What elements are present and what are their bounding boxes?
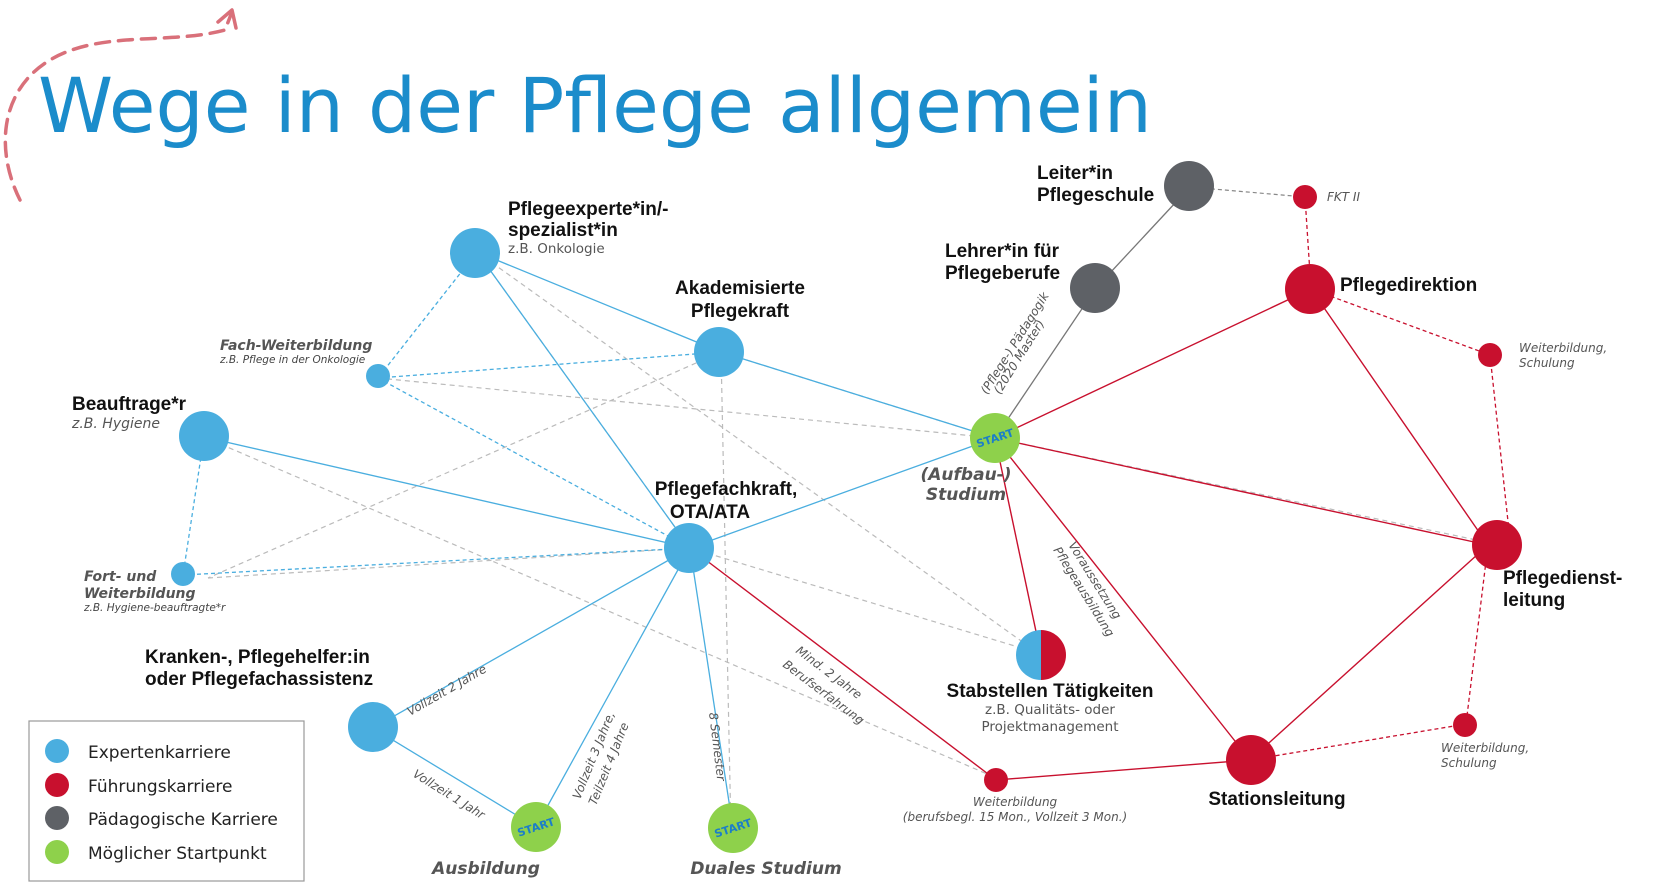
label-pflegefachkraft-l2: OTA/ATA	[670, 502, 750, 523]
label-fach-wb: Fach-Weiterbildung	[220, 338, 372, 354]
node-weiterbildung-bottom[interactable]	[984, 768, 1008, 792]
node-fort-weiterbildung[interactable]	[171, 562, 195, 586]
node-start-aufbaustudium[interactable]: START	[970, 413, 1020, 463]
label-pdl-l1: Pflegedienst-	[1503, 568, 1622, 589]
legend-item-paedagogik: Pädagogische Karriere	[45, 806, 278, 830]
label-akademisiert-l1: Akademisierte	[675, 278, 805, 299]
label-fort-wb-sub: z.B. Hygiene-beauftragte*r	[83, 602, 226, 614]
label-aufbau-l2: Studium	[926, 485, 1006, 505]
node-fkt[interactable]	[1293, 185, 1317, 209]
label-beauftragte-sub: z.B. Hygiene	[71, 416, 160, 432]
edges-red-dashed	[1249, 196, 1511, 761]
label-wb-bottom-l2: Schulung	[1441, 756, 1497, 770]
label-pflegeexperte-sub: z.B. Onkologie	[508, 241, 605, 257]
edge-leiter-fkt	[1189, 186, 1306, 198]
label-kph-l1: Kranken-, Pflegehelfer:in	[145, 647, 370, 668]
label-wb-bottom-l1: Weiterbildung,	[1441, 741, 1529, 755]
node-leiter[interactable]	[1164, 161, 1214, 211]
node-pflegeexperte[interactable]	[450, 228, 500, 278]
node-lehrer[interactable]	[1070, 263, 1120, 313]
legend: Expertenkarriere Führungskarriere Pädago…	[28, 720, 305, 882]
node-wb-schulung-bottom[interactable]	[1453, 713, 1477, 737]
node-stabstellen[interactable]	[1016, 630, 1066, 680]
label-leiter-l2: Pflegeschule	[1037, 185, 1154, 206]
label-aufbau-l1: (Aufbau-)	[921, 465, 1012, 485]
edges-grey	[203, 251, 1501, 834]
label-kph-l2: oder Pflegefachassistenz	[145, 669, 373, 690]
label-pflegeexperte-l1: Pflegeexperte*in/-	[508, 199, 669, 220]
label-pdl-l2: leitung	[1503, 590, 1565, 611]
label-lehrer-l1: Lehrer*in für	[945, 241, 1060, 262]
label-pflegeexperte-l2: spezialist*in	[508, 220, 618, 241]
label-stabstellen-sub-l2: Projektmanagement	[981, 719, 1118, 735]
node-start-ausbildung[interactable]: START	[511, 802, 561, 852]
label-pflegedirektion: Pflegedirektion	[1340, 275, 1477, 296]
node-start-duales-studium[interactable]: START	[708, 803, 758, 853]
label-ausbildung: Ausbildung	[430, 859, 540, 879]
label-beauftragte: Beauftrage*r	[72, 394, 187, 415]
page-title: Wege in der Pflege allgemein	[38, 61, 1152, 150]
label-akademisiert-l2: Pflegekraft	[691, 301, 790, 322]
label-stabstellen-sub-l1: z.B. Qualitäts- oder	[985, 702, 1115, 718]
node-pflegedirektion[interactable]	[1285, 264, 1335, 314]
edge-label-paedagogik-l1: (Pflege-) Pädagogik	[978, 289, 1053, 397]
label-wb-top-l2: Schulung	[1519, 356, 1575, 370]
label-lehrer-l2: Pflegeberufe	[945, 263, 1060, 284]
label-duales-studium: Duales Studium	[690, 859, 841, 879]
node-beauftragte[interactable]	[179, 411, 229, 461]
legend-label-fuehrung: Führungskarriere	[88, 777, 232, 797]
edges-red-solid	[689, 288, 1489, 781]
node-fach-weiterbildung[interactable]	[366, 364, 390, 388]
legend-item-experten: Expertenkarriere	[45, 739, 231, 763]
legend-swatch-paedagogik	[45, 806, 69, 830]
node-akademisierte-pflegekraft[interactable]	[694, 327, 744, 377]
label-leiter-l1: Leiter*in	[1037, 163, 1113, 184]
edges-blue-solid	[203, 251, 996, 829]
label-fach-wb-sub: z.B. Pflege in der Onkologie	[219, 354, 365, 366]
legend-label-start: Möglicher Startpunkt	[88, 844, 267, 864]
edges-blue-dashed	[182, 251, 722, 576]
edge-label-semester: 8 Semester	[706, 712, 728, 783]
node-krankenpflegehelfer[interactable]	[348, 702, 398, 752]
legend-item-fuehrung: Führungskarriere	[45, 773, 232, 797]
legend-item-start: Möglicher Startpunkt	[45, 840, 267, 864]
label-pflegefachkraft-l1: Pflegefachkraft,	[655, 479, 798, 500]
legend-swatch-experten	[45, 739, 69, 763]
legend-label-paedagogik: Pädagogische Karriere	[88, 810, 278, 830]
label-fort-wb-l2: Weiterbildung	[84, 586, 196, 602]
legend-swatch-fuehrung	[45, 773, 69, 797]
decorative-arrow	[3, 8, 238, 202]
node-stationsleitung[interactable]	[1226, 735, 1276, 785]
edge-label-vollzeit-2-jahre: Vollzeit 2 Jahre	[405, 662, 489, 719]
label-stabstellen: Stabstellen Tätigkeiten	[947, 681, 1154, 702]
node-wb-schulung-top[interactable]	[1478, 343, 1502, 367]
label-weiterbildung-bottom: Weiterbildung	[973, 795, 1058, 809]
label-wb-top-l1: Weiterbildung,	[1519, 341, 1607, 355]
node-pflegedienstleitung[interactable]	[1472, 520, 1522, 570]
label-stationsleitung: Stationsleitung	[1208, 789, 1345, 810]
legend-label-experten: Expertenkarriere	[88, 743, 231, 763]
label-fort-wb-l1: Fort- und	[84, 569, 157, 585]
label-fkt: FKT II	[1327, 190, 1360, 204]
legend-swatch-start	[45, 840, 69, 864]
node-pflegefachkraft[interactable]	[664, 523, 714, 573]
label-weiterbildung-bottom-sub: (berufsbegl. 15 Mon., Vollzeit 3 Mon.)	[903, 810, 1127, 824]
